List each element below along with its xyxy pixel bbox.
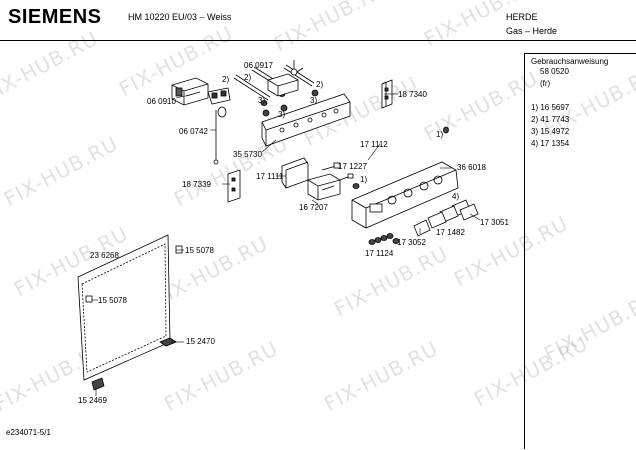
parts-legend-box xyxy=(524,53,636,449)
part-187339-bracket xyxy=(227,169,241,203)
part-label: 17 1482 xyxy=(436,228,465,237)
legend-item: 3) 15 4972 xyxy=(531,127,570,136)
legend-number: 58 0520 xyxy=(540,67,569,76)
legend-item: 1) 16 5697 xyxy=(531,103,570,112)
part-label: 17 1111 xyxy=(256,172,284,181)
callout-marker: 3) xyxy=(278,110,286,119)
part-366018-control-panel xyxy=(351,161,459,229)
legend-title: Gebrauchsanweisung xyxy=(531,57,609,66)
part-label: 06 0917 xyxy=(244,61,273,70)
part-label: 17 3051 xyxy=(480,218,509,227)
part-171111-cover xyxy=(281,157,309,189)
part-label: 17 3052 xyxy=(397,238,426,247)
callout-marker: 1) xyxy=(360,175,368,184)
part-060917-valve xyxy=(267,60,304,97)
part-label: 17 1124 xyxy=(365,249,394,258)
leader-lines xyxy=(92,93,481,396)
header-divider xyxy=(0,40,636,41)
callout-marker: 1) xyxy=(436,130,444,139)
callout-marker: 3) xyxy=(258,96,266,105)
callout-marker: 4) xyxy=(452,192,460,201)
part-060742-thermostat xyxy=(207,87,231,165)
part-label: 17 1227 xyxy=(338,162,367,171)
callout-marker: 2) xyxy=(316,80,324,89)
part-171227 xyxy=(321,162,341,171)
subcategory-label: Gas – Herde xyxy=(506,26,558,36)
part-label: 15 2469 xyxy=(78,396,107,405)
part-label: 18 7339 xyxy=(182,180,211,189)
part-label: 15 5078 xyxy=(98,296,127,305)
part-label: 36 6018 xyxy=(457,163,486,172)
part-clips xyxy=(91,245,183,391)
part-171112 xyxy=(339,126,449,189)
callout-marker: 2) xyxy=(222,75,230,84)
part-label: 17 1112 xyxy=(360,140,388,149)
part-label: 06 0742 xyxy=(179,127,208,136)
part-355730-inner-panel xyxy=(261,93,351,147)
part-knobs xyxy=(413,199,479,237)
part-label: 35 5730 xyxy=(233,150,262,159)
part-label: 06 0910 xyxy=(147,97,176,106)
legend-item: 2) 41 7743 xyxy=(531,115,570,124)
part-060910-switch-block xyxy=(171,77,209,106)
brand-logo: SIEMENS xyxy=(8,6,102,28)
diagram-code: e234071-5/1 xyxy=(6,428,51,437)
legend-lang: (fr) xyxy=(540,79,551,88)
part-label: 15 2470 xyxy=(186,337,215,346)
part-label: 16 7207 xyxy=(299,203,328,212)
part-171124 xyxy=(368,233,400,245)
part-label: 23 6268 xyxy=(90,251,119,260)
callout-marker: 2) xyxy=(244,73,252,82)
legend-item: 4) 17 1354 xyxy=(531,139,570,148)
callout-marker: 3) xyxy=(310,96,318,105)
part-label: 15 5078 xyxy=(185,246,214,255)
model-title: HM 10220 EU/03 – Weiss xyxy=(128,12,232,22)
category-label: HERDE xyxy=(506,12,538,22)
part-label: 18 7340 xyxy=(398,90,427,99)
part-167207-timer xyxy=(307,173,341,201)
